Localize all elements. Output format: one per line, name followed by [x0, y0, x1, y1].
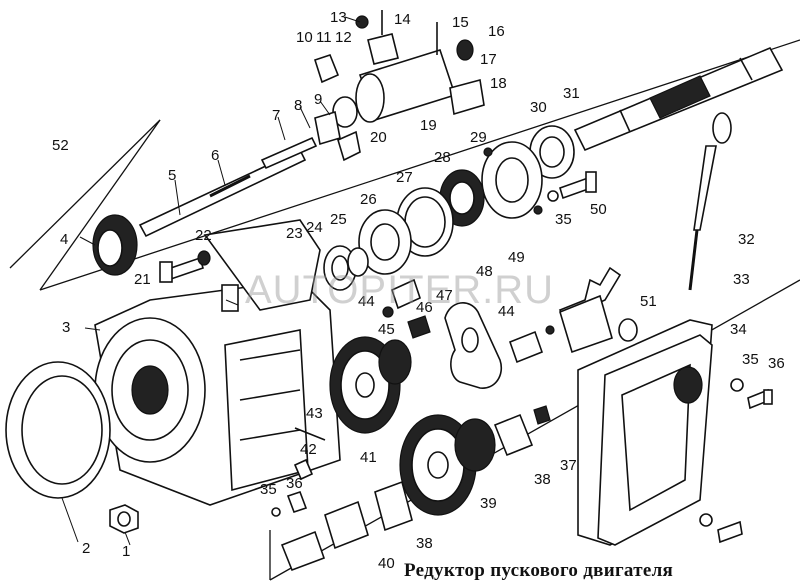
part-label: 35: [260, 481, 277, 498]
part-label: 42: [300, 441, 317, 458]
drive-shaft: [138, 136, 318, 238]
part-label: 34: [730, 321, 747, 338]
diagram-caption: Редуктор пускового двигателя: [404, 560, 674, 581]
part-label: 39: [480, 495, 497, 512]
gear-41: [329, 336, 412, 434]
part-label: 9: [314, 91, 322, 108]
output-shaft: [573, 46, 784, 152]
part-label: 24: [306, 219, 323, 236]
part-label: 6: [211, 147, 219, 164]
part-label: 5: [168, 167, 176, 184]
part-label: 41: [360, 449, 377, 466]
dipstick-32: [688, 112, 732, 291]
bolts-right: [699, 378, 773, 544]
part-label: 52: [52, 137, 69, 154]
leader-lines: [61, 16, 361, 546]
part-label: 16: [488, 23, 505, 40]
shift-fork-49: [545, 266, 638, 354]
part-label: 15: [452, 14, 469, 31]
part-label: 23: [286, 225, 303, 242]
part-label: 48: [476, 263, 493, 280]
part-label: 47: [436, 287, 453, 304]
part-label: 51: [640, 293, 657, 310]
part-label: 40: [378, 555, 395, 572]
pinion-gear-4: [92, 214, 138, 276]
part-label: 3: [62, 319, 70, 336]
part-label: 44: [358, 293, 375, 310]
part-label: 36: [768, 355, 785, 372]
part-label: 38: [416, 535, 433, 552]
part-label: 1: [122, 543, 130, 560]
part-label: 14: [394, 11, 411, 28]
part-label: 37: [560, 457, 577, 474]
part-label: 26: [360, 191, 377, 208]
side-cover-34: [577, 319, 713, 546]
part-label: 13: [330, 9, 347, 26]
part-label: 12: [335, 29, 352, 46]
watermark: AUTOPITER.RU: [245, 268, 555, 312]
cover-29: [481, 141, 543, 219]
part-label: 38: [534, 471, 551, 488]
part-label: 19: [420, 117, 437, 134]
part-label: 29: [470, 129, 487, 146]
part-label: 46: [416, 299, 433, 316]
rings-23-25: [323, 245, 369, 291]
part-label: 25: [330, 211, 347, 228]
part-label: 49: [508, 249, 525, 266]
part-label: 18: [490, 75, 507, 92]
small-parts: [271, 306, 431, 517]
gasket-2: [5, 361, 111, 499]
part-label: 45: [378, 321, 395, 338]
part-label: 31: [563, 85, 580, 102]
clutch-sleeve: [313, 10, 485, 162]
part-label: 33: [733, 271, 750, 288]
part-label: 50: [590, 201, 607, 218]
part-label: 4: [60, 231, 68, 248]
part-label: 17: [480, 51, 497, 68]
bolt-50: [547, 171, 597, 202]
housing-3: [94, 219, 341, 506]
shift-fork: [444, 302, 502, 389]
part-label: 30: [530, 99, 547, 116]
part-label: 32: [738, 231, 755, 248]
nut-1: [109, 504, 139, 534]
part-label: 20: [370, 129, 387, 146]
part-label: 27: [396, 169, 413, 186]
part-label: 7: [272, 107, 280, 124]
part-label: 2: [82, 540, 90, 557]
part-label: 11: [316, 29, 332, 46]
part-label: 8: [294, 97, 302, 114]
part-label: 35: [555, 211, 572, 228]
gear-39: [399, 414, 496, 516]
part-label: 21: [134, 271, 151, 288]
part-label: 44: [498, 303, 515, 320]
part-label: 35: [742, 351, 759, 368]
bolt-21: [159, 250, 211, 283]
part-label: 22: [195, 227, 212, 244]
bushings: [280, 278, 551, 572]
part-label: 10: [296, 29, 313, 46]
part-label: 28: [434, 149, 451, 166]
part-label: 43: [306, 405, 323, 422]
bearing-26: [358, 209, 412, 275]
part-label: 36: [286, 475, 303, 492]
